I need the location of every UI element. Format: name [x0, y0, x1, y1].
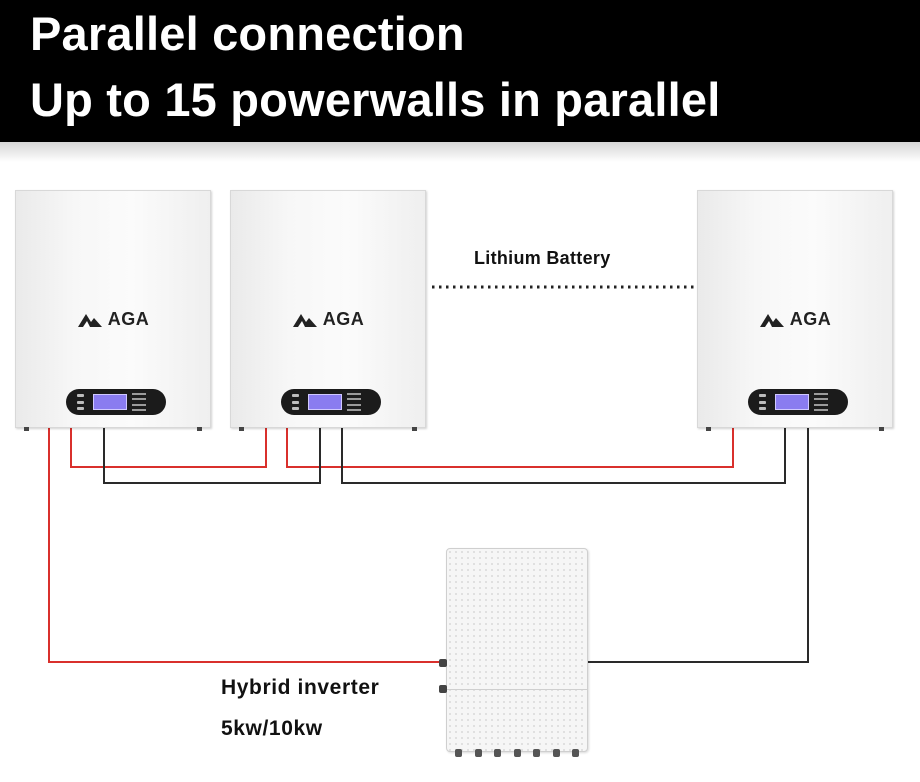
lcd-display: [775, 394, 809, 410]
panel-buttons: [292, 394, 302, 410]
aga-logo: AGA: [698, 309, 892, 330]
hybrid-inverter: [439, 548, 588, 757]
brand-name: AGA: [107, 309, 150, 329]
lcd-display: [93, 394, 127, 410]
aga-logo: AGA: [16, 309, 210, 330]
negative-wire-battery3-inverter: [588, 428, 809, 663]
aga-mountain-icon: [292, 313, 317, 327]
title-line-2: Up to 15 powerwalls in parallel: [30, 73, 721, 126]
control-panel: [281, 389, 381, 415]
inverter-name-label: Hybrid inverter: [221, 676, 380, 699]
negative-wire-battery1-battery2: [103, 428, 321, 484]
positive-wire-battery1-inverter: [48, 428, 440, 663]
aga-logo: AGA: [231, 309, 425, 330]
inverter-port: [439, 685, 447, 693]
title-banner: Parallel connection Up to 15 powerwalls …: [0, 0, 920, 142]
control-panel: [748, 389, 848, 415]
aga-mountain-icon: [759, 313, 784, 327]
terminal: [706, 427, 711, 431]
terminal: [197, 427, 202, 431]
lithium-battery-label: Lithium Battery: [474, 248, 611, 268]
terminal: [239, 427, 244, 431]
status-leds: [132, 393, 154, 411]
inverter-rating-label: 5kw/10kw: [221, 717, 323, 740]
terminal: [412, 427, 417, 431]
brand-name: AGA: [322, 309, 365, 329]
aga-mountain-icon: [77, 313, 102, 327]
positive-wire-battery2-battery3: [286, 428, 734, 468]
control-panel: [66, 389, 166, 415]
terminal: [879, 427, 884, 431]
battery-unit-1: AGA: [15, 190, 211, 431]
inverter-seam: [447, 689, 587, 690]
positive-wire-battery1-battery2: [70, 428, 267, 468]
status-leds: [814, 393, 836, 411]
inverter-port: [439, 659, 447, 667]
banner-shadow: [0, 142, 920, 162]
panel-buttons: [77, 394, 87, 410]
status-leds: [347, 393, 369, 411]
negative-wire-battery2-battery3: [341, 428, 786, 484]
battery-unit-2: AGA: [230, 190, 426, 431]
brand-name: AGA: [789, 309, 832, 329]
title-line-1: Parallel connection: [30, 7, 465, 60]
terminal: [24, 427, 29, 431]
panel-buttons: [759, 394, 769, 410]
battery-unit-3: AGA: [697, 190, 893, 431]
lcd-display: [308, 394, 342, 410]
inverter-connectors: [455, 749, 579, 757]
